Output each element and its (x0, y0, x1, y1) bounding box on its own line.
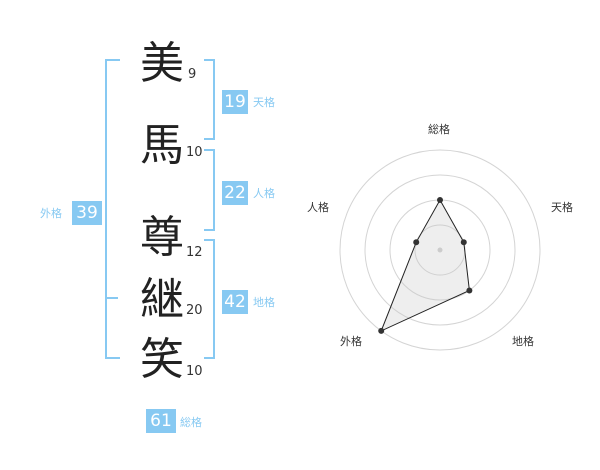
name-char-3: 尊 (140, 212, 184, 263)
stroke-count-1: 9 (188, 67, 197, 82)
stroke-count-4: 20 (186, 303, 203, 318)
chikaku-badge: 42 (222, 290, 248, 314)
stroke-count-3: 12 (186, 245, 203, 260)
radar-point-4 (413, 239, 420, 246)
name-char-4: 継 (140, 274, 184, 325)
chikaku-bracket (204, 239, 215, 359)
radar-label-soukaku: 総格 (428, 123, 450, 136)
soukaku-badge: 61 (146, 409, 176, 433)
gaikaku-label: 外格 (40, 207, 62, 220)
radar-point-1 (460, 239, 467, 246)
tenkaku-badge: 19 (222, 90, 248, 114)
name-char-5: 笑 (140, 334, 184, 385)
radar-point-0 (437, 197, 443, 203)
radar-point-2 (466, 287, 473, 294)
jinkaku-label: 人格 (253, 187, 275, 200)
name-char-2: 馬 (140, 120, 184, 171)
radar-label-tenkaku: 天格 (551, 201, 573, 214)
jinkaku-bracket (204, 149, 215, 231)
tenkaku-bracket (204, 59, 215, 140)
radar-series-polygon (380, 198, 470, 332)
radar-label-chikaku: 地格 (512, 335, 534, 348)
stroke-count-5: 10 (186, 364, 203, 379)
gaikaku-badge: 39 (72, 201, 102, 225)
gaikaku-bracket (105, 59, 120, 359)
name-char-1: 美 (140, 38, 184, 89)
radar-grid-ring-3 (364, 174, 516, 326)
radar-label-gaikaku: 外格 (340, 335, 362, 348)
jinkaku-badge: 22 (222, 181, 248, 205)
radar-label-jinkaku: 人格 (307, 201, 329, 214)
radar-grid-ring-4 (339, 149, 541, 351)
chikaku-label: 地格 (253, 296, 275, 309)
radar-center-dot (437, 247, 443, 253)
stroke-count-2: 10 (186, 145, 203, 160)
radar-point-3 (378, 327, 385, 334)
tenkaku-label: 天格 (253, 96, 275, 109)
soukaku-label: 総格 (180, 416, 202, 429)
